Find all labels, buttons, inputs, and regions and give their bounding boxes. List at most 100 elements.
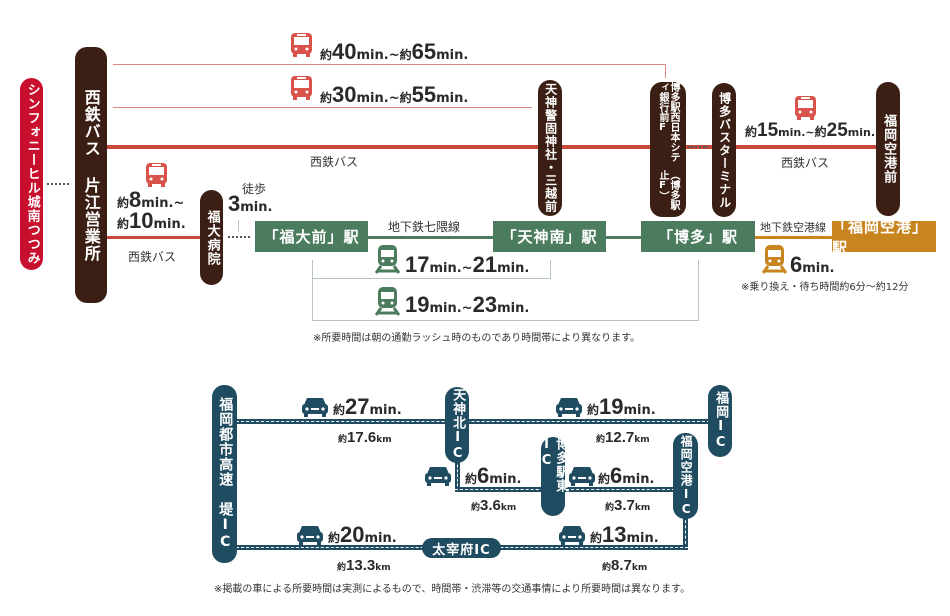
car-icon <box>558 524 586 546</box>
t: min. <box>364 531 397 546</box>
t: 65 <box>411 39 437 64</box>
time-car: 約6min. <box>598 463 654 489</box>
t: km <box>375 563 391 573</box>
t: min.~ <box>778 126 815 139</box>
t: 約 <box>596 435 606 445</box>
t: 6 <box>790 252 803 277</box>
stop-airport-mae: 福岡空港前 <box>876 82 900 216</box>
t: 13.3 <box>346 557 376 574</box>
bracket-line <box>312 260 313 320</box>
t: km <box>634 435 650 445</box>
walk-dots <box>228 236 250 238</box>
t: 約 <box>590 531 603 545</box>
distance: 約3.7km <box>605 495 650 514</box>
t: 約 <box>328 531 341 545</box>
t: min. <box>497 261 530 276</box>
ic-hakata-higashi: 博多駅東IC <box>539 437 568 516</box>
t: min. <box>436 48 469 63</box>
stop-fukudai-hospital: 福大病院 <box>200 190 223 285</box>
car-icon <box>296 524 324 546</box>
station-fukuoka-airport: 「福岡空港」駅 <box>832 218 936 257</box>
t: 約 <box>320 48 333 62</box>
car-icon <box>301 396 329 418</box>
t: 約 <box>465 472 478 486</box>
time-subway-hakata: 19min.~23min. <box>405 292 529 318</box>
t: 12.7 <box>605 429 635 446</box>
t: min. <box>153 217 186 232</box>
t: km <box>376 435 392 445</box>
t: 約 <box>814 125 827 139</box>
time-bus-hakata: 約40min.~約65min. <box>320 39 468 65</box>
route-line-tenjin <box>113 107 532 108</box>
t: 約 <box>598 472 611 486</box>
t: min. <box>497 301 530 316</box>
t: 10 <box>129 208 154 233</box>
t: 13 <box>602 522 627 547</box>
train-icon <box>762 244 787 274</box>
t: min.~ <box>356 91 400 106</box>
time-car: 約27min. <box>333 394 402 420</box>
t: 6 <box>477 463 490 488</box>
t: min. <box>369 403 402 418</box>
road-note: ※掲載の車による所要時間は実測によるもので、時間帯・渋滞等の交通事情により所要時… <box>214 584 691 595</box>
bus-icon <box>290 32 313 58</box>
t: min. <box>240 200 273 215</box>
line-label-airport: 地下鉄空港線 <box>760 221 826 234</box>
t: min.~ <box>429 301 473 316</box>
t: 19 <box>599 394 624 419</box>
subway-airport-line <box>755 236 833 239</box>
t: 6 <box>610 463 623 488</box>
t: 約 <box>399 48 412 62</box>
transfer-note: ※乗り換え・待ち時間約6分～約12分 <box>741 282 909 293</box>
train-icon <box>375 286 400 316</box>
t: 約 <box>333 403 346 417</box>
ic-fukuoka: 福岡IC <box>708 385 732 457</box>
t: min. <box>847 126 876 139</box>
road-line <box>455 487 675 492</box>
route-line-hakata <box>113 64 666 65</box>
road-line <box>455 460 460 491</box>
car-icon <box>555 396 583 418</box>
ic-fukuoka-airport: 福岡空港IC <box>673 433 698 519</box>
origin-symphony-hill: シンフォニーヒル城南つつみ <box>20 78 43 270</box>
distance: 約3.6km <box>471 495 516 514</box>
time-bus-hospital: 約10min. <box>117 208 186 234</box>
time-subway-airport: 6min. <box>790 252 834 278</box>
t: min. <box>623 403 656 418</box>
station-hakata: 「博多」駅 <box>641 221 755 252</box>
t: min. <box>802 261 835 276</box>
t: 55 <box>411 82 437 107</box>
time-bus-tenjin: 約30min.~約55min. <box>320 82 468 108</box>
time-car: 約6min. <box>465 463 521 489</box>
rail-note: ※所要時間は朝の通勤ラッシュ時のものであり時間帯により異なります。 <box>313 333 641 344</box>
stop-hakata-nishi-sub: （博多駅止F） <box>657 169 679 210</box>
bracket-line <box>312 320 698 321</box>
line-label-bus: 西鉄バス <box>128 250 177 264</box>
time-walk: 3min. <box>228 191 272 217</box>
t: 約 <box>117 217 130 231</box>
t: 40 <box>332 39 357 64</box>
t: min.~ <box>429 261 473 276</box>
bus-line-hospital <box>106 236 201 239</box>
bus-icon <box>145 162 168 188</box>
t: min.~ <box>141 196 185 211</box>
t: min. <box>436 91 469 106</box>
bus-icon <box>290 75 313 101</box>
t: km <box>631 563 648 573</box>
distance: 約12.7km <box>596 427 650 446</box>
t: min.~ <box>356 48 400 63</box>
t: 約 <box>605 503 615 513</box>
t: 約 <box>338 435 348 445</box>
t: 17 <box>405 252 430 277</box>
line-label-nanakuma: 地下鉄七隈線 <box>388 220 461 234</box>
t: 8 <box>129 187 142 212</box>
station-fukudaimae: 「福大前」駅 <box>255 221 368 252</box>
bracket-line <box>698 260 699 321</box>
t: 3 <box>228 191 241 216</box>
distance: 約13.3km <box>337 555 391 574</box>
time-bus-hospital: 約8min.~ <box>117 187 184 213</box>
t: min. <box>489 472 522 487</box>
t: 30 <box>332 82 357 107</box>
bracket-line <box>312 278 550 279</box>
walk-line <box>238 220 239 232</box>
